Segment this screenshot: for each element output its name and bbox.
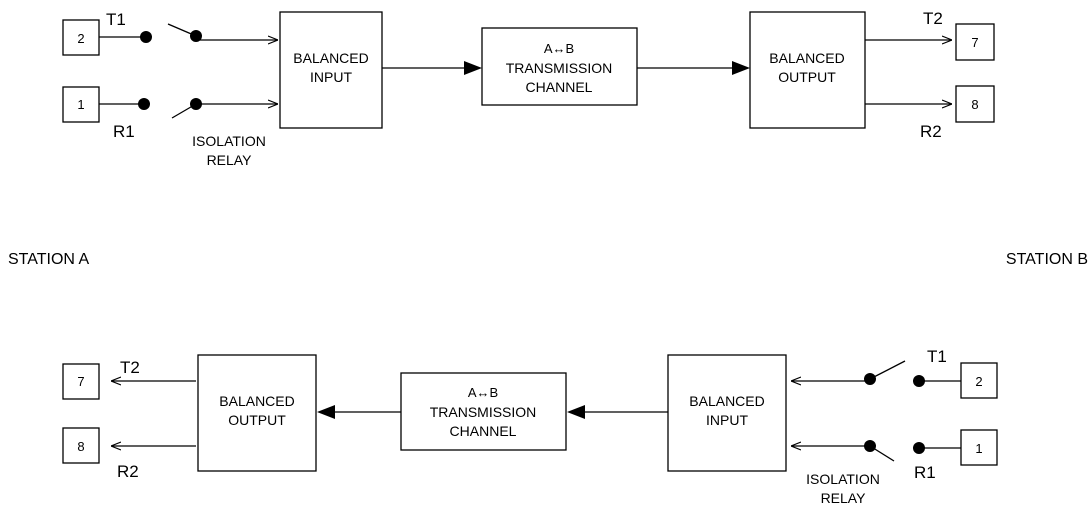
bottom-transmission-channel-box <box>400 372 567 451</box>
top-output-label-line1: BALANCED <box>769 50 844 66</box>
top-output-label-line2: OUTPUT <box>778 69 836 85</box>
bottom-pin-r1-number: 1 <box>975 441 982 456</box>
bottom-channel-label-line2: TRANSMISSION <box>430 404 537 420</box>
bottom-channel-label-line3: CHANNEL <box>450 423 517 439</box>
bottom-pin-t2-number: 7 <box>77 374 84 389</box>
top-label-r1: R1 <box>113 122 135 141</box>
bottom-input-label-line1: BALANCED <box>689 393 764 409</box>
bottom-input-to-channel-arrow <box>567 405 585 419</box>
top-pin-r2-number: 8 <box>971 97 978 112</box>
top-t1-contact-switch <box>190 30 202 42</box>
bottom-relay-label-line2: RELAY <box>821 490 867 506</box>
bottom-balanced-input-box <box>667 354 787 472</box>
bottom-pin-r2-box <box>62 427 100 464</box>
top-label-r2: R2 <box>920 122 942 141</box>
top-pin-t1-box <box>62 19 100 56</box>
bottom-output-label-line1: BALANCED <box>219 393 294 409</box>
top-pin-t1-number: 2 <box>77 31 84 46</box>
top-balanced-input-box <box>279 11 383 129</box>
bottom-channel-label-line1: A↔B <box>468 385 498 400</box>
top-r1-contact-fixed <box>138 98 150 110</box>
bottom-input-label-line2: INPUT <box>706 412 748 428</box>
top-relay-label-line2: RELAY <box>207 152 253 168</box>
bottom-signal-path: 7 T2 8 R2 BALANCED OUTPUT A↔B TRANSMISSI… <box>62 347 998 506</box>
bottom-balanced-output-box <box>197 354 317 472</box>
top-channel-to-output-arrow <box>732 61 750 75</box>
top-transmission-channel-box <box>481 27 638 106</box>
top-input-label-line1: BALANCED <box>293 50 368 66</box>
top-pin-t2-number: 7 <box>971 35 978 50</box>
top-balanced-output-box <box>749 11 866 129</box>
bottom-label-r1: R1 <box>914 463 936 482</box>
bottom-pin-t1-box <box>960 362 998 399</box>
station-a-label: STATION A <box>8 251 90 268</box>
top-channel-label-line2: TRANSMISSION <box>506 60 613 76</box>
top-input-to-channel-arrow <box>464 61 482 75</box>
bottom-output-label-line2: OUTPUT <box>228 412 286 428</box>
top-pin-r2-box <box>955 85 995 123</box>
top-pin-r1-number: 1 <box>77 97 84 112</box>
bottom-r1-relay-arm <box>869 445 895 462</box>
top-label-t1: T1 <box>106 10 126 29</box>
bottom-label-r2: R2 <box>117 462 139 481</box>
bottom-label-t1: T1 <box>927 347 947 366</box>
top-pin-t2-box <box>955 23 995 61</box>
bottom-label-t2: T2 <box>120 358 140 377</box>
top-input-label-line2: INPUT <box>310 69 352 85</box>
bottom-t1-relay-arm <box>869 360 906 380</box>
bottom-relay-label-line1: ISOLATION <box>806 471 880 487</box>
top-label-t2: T2 <box>923 9 943 28</box>
station-b-label: STATION B <box>1006 251 1088 268</box>
top-channel-label-line1: A↔B <box>544 41 574 56</box>
top-channel-label-line3: CHANNEL <box>526 79 593 95</box>
bottom-pin-t2-box <box>62 363 100 400</box>
bottom-channel-to-output-arrow <box>317 405 335 419</box>
top-t1-contact-fixed <box>140 31 152 43</box>
top-signal-path: 2 T1 1 R1 ISOLATION RELAY BALANCED INPUT… <box>62 9 995 168</box>
bottom-pin-r1-box <box>960 429 998 466</box>
bottom-pin-r2-number: 8 <box>77 439 84 454</box>
bottom-pin-t1-number: 2 <box>975 374 982 389</box>
top-relay-label-line1: ISOLATION <box>192 133 266 149</box>
